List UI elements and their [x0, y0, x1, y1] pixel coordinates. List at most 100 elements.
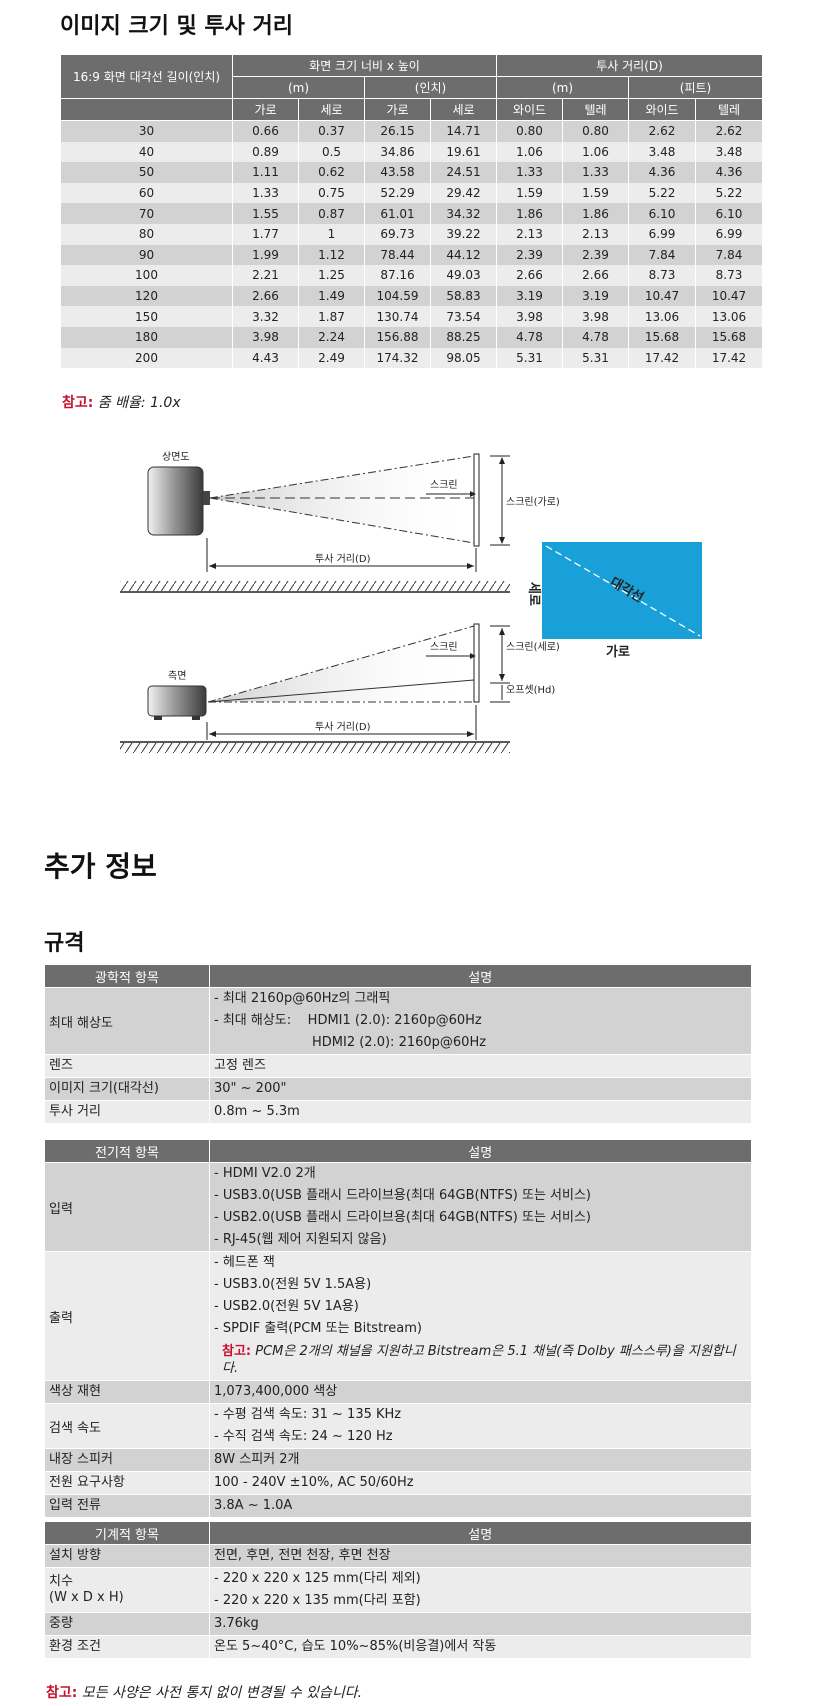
column-header: 세로 — [298, 98, 365, 121]
table-cell: 1.06 — [562, 141, 629, 163]
table-cell: 40 — [60, 141, 233, 163]
table-cell: 0.80 — [562, 120, 629, 142]
top-view-label: 상면도 — [162, 451, 190, 463]
table-cell: 100 — [60, 265, 233, 286]
table-cell: 2.66 — [562, 265, 629, 286]
column-header: 와이드 — [628, 98, 696, 121]
unit-header: (인치) — [364, 76, 497, 99]
table-cell: 6.10 — [694, 203, 764, 224]
table-cell: 3.48 — [694, 141, 764, 163]
table-cell: 73.54 — [430, 306, 497, 327]
table-cell: 70 — [60, 203, 233, 224]
note-text: 모든 사양은 사전 통지 없이 변경될 수 있습니다. — [77, 1685, 363, 1701]
table-cell: 0.37 — [298, 120, 365, 142]
horizontal-label: 가로 — [606, 645, 630, 660]
table-cell: 1.12 — [298, 244, 365, 266]
table-cell: 19.61 — [430, 141, 497, 163]
table-row: 입력 - HDMI V2.0 2개 - USB3.0(USB 플래시 드라이브용… — [44, 1162, 751, 1252]
table-cell: 0.80 — [496, 120, 563, 142]
table-cell: 1.99 — [232, 244, 299, 266]
table-cell: 3.98 — [562, 306, 629, 327]
column-header: 설명 — [209, 1522, 751, 1545]
projector-top — [147, 466, 204, 536]
table-cell: 6.99 — [694, 223, 764, 245]
table-row: 이미지 크기(대각선)30" ~ 200" — [44, 1077, 751, 1101]
projection-diagram: 상면도 스크린 스크린(가로) 투사 거리(D) 측면 스크린 스크린(세로) … — [120, 451, 702, 753]
table-cell: 34.86 — [364, 141, 431, 163]
table-cell: 14.71 — [430, 120, 497, 142]
table-cell: 5.31 — [496, 347, 563, 369]
table-cell: 1.59 — [562, 182, 629, 204]
throw-distance-label-side: 투사 거리(D) — [315, 721, 371, 733]
table-cell: 17.42 — [694, 347, 764, 369]
table-cell: 52.29 — [364, 182, 431, 204]
spec-key: 최대 해상도 — [44, 987, 210, 1055]
table-cell: 8.73 — [628, 265, 696, 286]
table-cell: 200 — [60, 347, 233, 369]
screen-height-label: 스크린(세로) — [506, 641, 560, 653]
table-row: 최대 해상도 - 최대 2160p@60Hz의 그래픽 - 최대 해상도: HD… — [44, 987, 751, 1055]
table-cell: 180 — [60, 326, 233, 348]
table-row: 출력 - 헤드폰 잭 - USB3.0(전원 5V 1.5A용) - USB2.… — [44, 1251, 751, 1381]
table-cell: 3.32 — [232, 306, 299, 327]
light-beam-top — [210, 456, 474, 543]
note-label: 참고: — [46, 1685, 78, 1701]
table-cell: 17.42 — [628, 347, 696, 369]
table-cell: 1.33 — [496, 162, 563, 183]
table-cell: 3.98 — [496, 306, 563, 327]
table-cell: 8.73 — [694, 265, 764, 286]
table-cell: 1.86 — [562, 203, 629, 224]
table-cell: 60 — [60, 182, 233, 204]
table-cell: 3.98 — [232, 326, 299, 348]
table-cell: 49.03 — [430, 265, 497, 286]
table-cell: 104.59 — [364, 285, 431, 307]
table-cell: 2.62 — [628, 120, 696, 142]
column-header: 텔레 — [562, 98, 629, 121]
table-cell: 1.55 — [232, 203, 299, 224]
table-cell: 26.15 — [364, 120, 431, 142]
table-cell: 88.25 — [430, 326, 497, 348]
table-cell: 13.06 — [694, 306, 764, 327]
section-title-image-size: 이미지 크기 및 투사 거리 — [60, 14, 294, 39]
column-header: 가로 — [232, 98, 299, 121]
table-cell: 6.10 — [628, 203, 696, 224]
spec-key: 검색 속도 — [44, 1403, 210, 1449]
unit-header: (m) — [232, 76, 365, 99]
group-header-screen-size: 화면 크기 너비 x 높이 — [232, 54, 497, 77]
table-cell: 24.51 — [430, 162, 497, 183]
table-cell: 10.47 — [628, 285, 696, 307]
projector-side — [147, 685, 207, 717]
side-view-label: 측면 — [168, 670, 186, 682]
table-cell: 34.32 — [430, 203, 497, 224]
table-cell: 174.32 — [364, 347, 431, 369]
table-cell: 2.66 — [232, 285, 299, 307]
section-title-specs: 규격 — [44, 931, 85, 956]
column-header: 기계적 항목 — [44, 1522, 210, 1545]
table-cell: 15.68 — [694, 326, 764, 348]
spec-key: 출력 — [44, 1251, 210, 1381]
table-cell: 7.84 — [628, 244, 696, 266]
column-header — [60, 98, 233, 121]
table-cell: 130.74 — [364, 306, 431, 327]
spec-value: - 최대 2160p@60Hz의 그래픽 - 최대 해상도: HDMI1 (2.… — [209, 987, 751, 1055]
table-cell: 0.75 — [298, 182, 365, 204]
table-cell: 1.86 — [496, 203, 563, 224]
image-size-table: 16:9 화면 대각선 길이(인치) 화면 크기 너비 x 높이 투사 거리(D… — [60, 54, 764, 369]
note-text: 줌 배율: 1.0x — [93, 395, 181, 411]
table-cell: 30 — [60, 120, 233, 142]
unit-header: (m) — [496, 76, 629, 99]
table-cell: 2.62 — [694, 120, 764, 142]
